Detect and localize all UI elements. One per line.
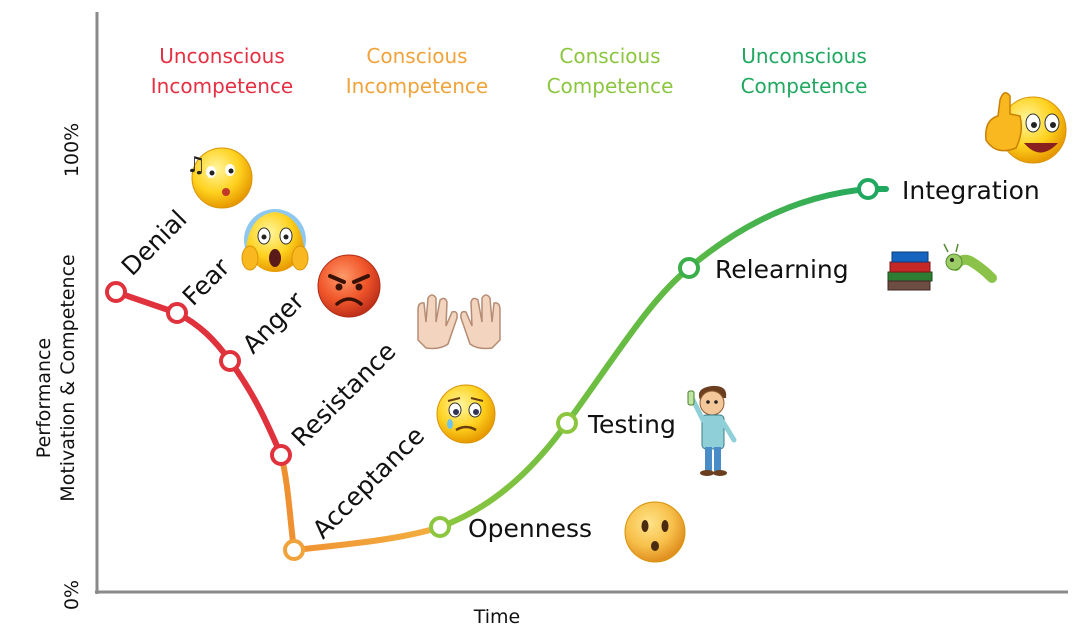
phase-headings: Unconscious Incompetence Conscious Incom… xyxy=(151,44,868,98)
stage-label-relearning: Relearning xyxy=(715,255,849,284)
y-axis-title-line2: Motivation & Competence xyxy=(57,254,79,501)
phase-heading-3-line2: Competence xyxy=(547,74,674,98)
y-axis-top-label: 100% xyxy=(61,123,83,177)
y-axis-title-line1: Performance xyxy=(33,338,55,458)
phase-heading-1-line2: Incompetence xyxy=(151,74,293,98)
marker-fear xyxy=(166,302,188,324)
whistling-emoji-icon: ♫ xyxy=(186,147,253,209)
thumbs-up-emoji-icon xyxy=(985,92,1067,164)
teary-emoji-icon xyxy=(436,384,496,444)
phase-heading-1-line1: Unconscious xyxy=(159,44,285,68)
marker-denial xyxy=(105,281,127,303)
stage-label-resistance: Resistance xyxy=(286,336,402,452)
raised-hands-icon xyxy=(417,294,501,350)
axes: 100% 0% Performance Motivation & Compete… xyxy=(33,12,1068,628)
stage-label-anger: Anger xyxy=(237,286,311,360)
svg-text:♫: ♫ xyxy=(186,153,206,178)
stage-markers xyxy=(105,178,879,561)
marker-resistance xyxy=(270,444,292,466)
stage-label-testing: Testing xyxy=(587,410,676,439)
phase-heading-3-line1: Conscious xyxy=(559,44,660,68)
scientist-icon xyxy=(687,385,737,476)
phase-heading-4-line1: Unconscious xyxy=(741,44,867,68)
marker-integration xyxy=(857,178,879,200)
x-axis-title: Time xyxy=(473,606,521,628)
screaming-emoji-icon xyxy=(241,209,309,272)
curve-segment-green xyxy=(437,186,889,530)
phase-heading-4-line2: Competence xyxy=(741,74,868,98)
curve-segment-red xyxy=(113,289,284,458)
phase-heading-2-line1: Conscious xyxy=(366,44,467,68)
surprised-emoji-icon xyxy=(624,501,686,563)
marker-testing xyxy=(556,412,578,434)
stage-label-openness: Openness xyxy=(468,514,592,543)
stage-label-fear: Fear xyxy=(177,252,236,311)
stage-label-integration: Integration xyxy=(902,176,1040,205)
marker-anger xyxy=(219,350,241,372)
marker-openness xyxy=(429,516,451,538)
marker-relearning xyxy=(678,257,700,279)
books-and-worm-icon xyxy=(887,243,997,291)
phase-heading-2-line2: Incompetence xyxy=(346,74,488,98)
stage-label-denial: Denial xyxy=(116,204,193,281)
marker-acceptance xyxy=(283,539,305,561)
stage-label-acceptance: Acceptance xyxy=(307,421,430,544)
y-axis-bottom-label: 0% xyxy=(61,580,83,610)
angry-emoji-icon xyxy=(317,254,381,318)
